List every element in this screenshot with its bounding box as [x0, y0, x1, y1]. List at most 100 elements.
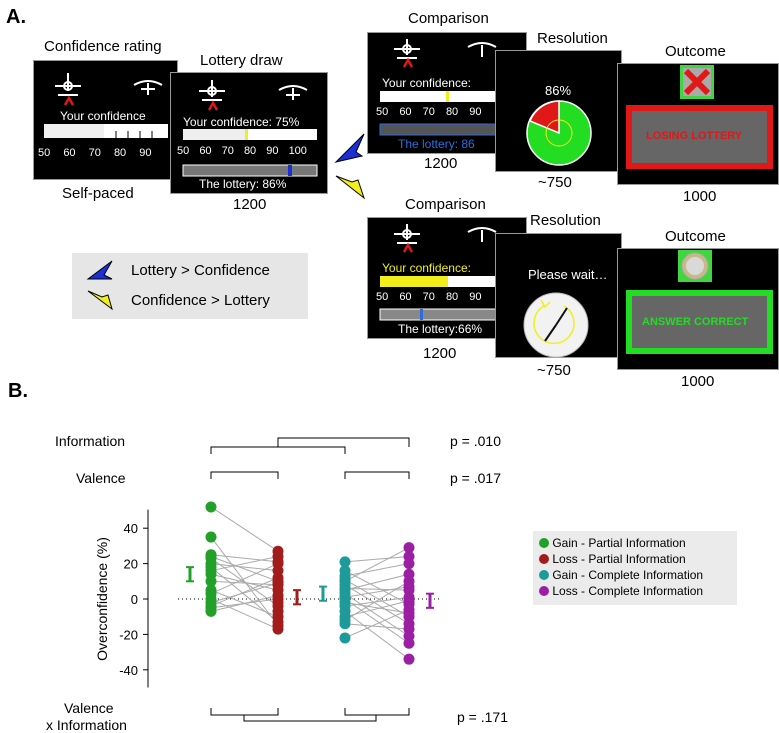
tick: 60: [399, 106, 412, 118]
tick: 50: [177, 145, 190, 157]
lottery-value-text: The lottery: 86%: [199, 177, 287, 191]
pair-line: [344, 609, 410, 639]
legend-blue-label: Lottery > Confidence: [131, 262, 270, 279]
tick: 90: [266, 145, 279, 157]
legend-dot-icon: [539, 570, 549, 580]
y-tick-label: -40: [119, 663, 138, 678]
series-legend: Gain - Partial Information Loss - Partia…: [533, 531, 737, 605]
confidence-prompt: Your confidence: [60, 109, 146, 123]
significance-brackets: [210, 437, 410, 722]
yellow-arrow-icon: [87, 290, 113, 311]
p-information: p = .010: [450, 433, 501, 449]
data-point: [272, 623, 284, 635]
pair-line: [210, 594, 279, 612]
top-resolution-graphics: [526, 100, 592, 166]
legend-dot-icon: [539, 538, 549, 548]
top-res-percent: 86%: [545, 83, 572, 98]
confidence-rating-title: Confidence rating: [44, 38, 162, 55]
pair-line: [210, 577, 279, 607]
pair-line: [210, 556, 279, 572]
bottom-resolution-screen: Please wait…: [495, 233, 622, 358]
bottom-outcome-screen: ANSWER CORRECT: [617, 248, 779, 370]
pair-line: [210, 556, 279, 582]
pair-line: [344, 598, 410, 644]
legend-label: Loss - Partial Information: [552, 552, 686, 566]
pair-line: [344, 556, 410, 563]
lottery-time: 1200: [233, 196, 267, 213]
top-comp-conf: Your confidence:: [382, 76, 471, 90]
tick: 50: [376, 106, 389, 118]
top-outcome-graphics: [626, 65, 773, 169]
yellow-arrow-icon: [335, 175, 366, 200]
legend-item-gain-partial: Gain - Partial Information: [539, 536, 686, 550]
tick: 60: [399, 291, 412, 303]
pair-line: [344, 586, 410, 598]
pair-line: [210, 566, 279, 623]
panel-a-letter: A.: [6, 6, 26, 28]
p-valence: p = .017: [450, 470, 501, 486]
data-point: [205, 605, 217, 617]
legend-item-loss-partial: Loss - Partial Information: [539, 552, 686, 566]
tick: 80: [445, 291, 459, 303]
tick: 60: [63, 147, 76, 159]
bottom-resolution-graphics: [523, 292, 589, 358]
legend-label: Gain - Partial Information: [552, 536, 686, 550]
close-icon: [683, 68, 711, 96]
lottery-ticks: 50 60 70 80 90 100: [177, 145, 307, 157]
pair-line: [210, 582, 279, 604]
tick: 70: [221, 145, 234, 157]
bottom-outcome-graphics: [626, 250, 773, 354]
valence-label: Valence: [76, 470, 126, 486]
confidence-ticks: 50 60 70 80 90: [38, 147, 152, 159]
top-outcome-time: 1000: [683, 188, 717, 205]
y-tick-label: 40: [124, 521, 138, 536]
data-point: [339, 632, 351, 644]
pair-line: [210, 506, 279, 552]
legend-label: Gain - Complete Information: [552, 568, 704, 582]
pair-line: [344, 593, 410, 637]
bottom-resolution-title: Resolution: [530, 212, 601, 229]
top-resolution-time: ~750: [538, 174, 572, 191]
y-axis-label: Overconfidence (%): [94, 537, 110, 661]
lottery-conf-text: Your confidence: 75%: [183, 115, 300, 129]
pair-line: [344, 579, 410, 618]
lottery-draw-title: Lottery draw: [200, 52, 283, 69]
pair-line: [344, 563, 410, 577]
legend-dot-icon: [539, 554, 549, 564]
tick: 100: [288, 145, 307, 157]
pair-line: [210, 598, 279, 630]
blue-arrow-icon: [86, 260, 113, 280]
legend-dot-icon: [539, 586, 549, 596]
legend-yellow-label: Confidence > Lottery: [131, 292, 270, 309]
bottom-comparison-time: 1200: [423, 345, 457, 362]
pair-line: [344, 573, 410, 591]
pair-line: [344, 584, 410, 625]
tick: 60: [199, 145, 212, 157]
arrow-legend: Lottery > Confidence Confidence > Lotter…: [72, 253, 308, 319]
bottom-outcome-time: 1000: [681, 373, 715, 390]
bottom-comp-lottery: The lottery:66%: [398, 322, 483, 336]
bottom-resolution-time: ~750: [537, 362, 571, 379]
top-comp-lottery: The lottery: 86: [398, 137, 475, 151]
branch-arrows: [334, 133, 366, 200]
legend-label: Loss - Complete Information: [552, 584, 704, 598]
tick: 90: [469, 106, 482, 118]
bottom-outcome-text: ANSWER CORRECT: [642, 316, 749, 328]
confidence-screen-graphics: [44, 73, 168, 138]
tick: 70: [422, 106, 435, 118]
top-resolution-screen: 86%: [495, 50, 622, 172]
y-tick-label: -20: [119, 627, 138, 642]
pair-line: [210, 536, 279, 626]
tick: 80: [113, 147, 127, 159]
blue-arrow-icon: [334, 133, 365, 163]
data-point: [339, 618, 351, 630]
data-point: [205, 575, 217, 587]
top-comparison-title: Comparison: [408, 10, 489, 27]
data-point: [403, 542, 415, 554]
data-point: [339, 556, 351, 568]
top-comp-ticks: 50 60 70 80 90: [376, 106, 482, 118]
tick: 80: [445, 106, 459, 118]
bottom-outcome-title: Outcome: [665, 228, 726, 245]
pair-line: [210, 580, 279, 586]
